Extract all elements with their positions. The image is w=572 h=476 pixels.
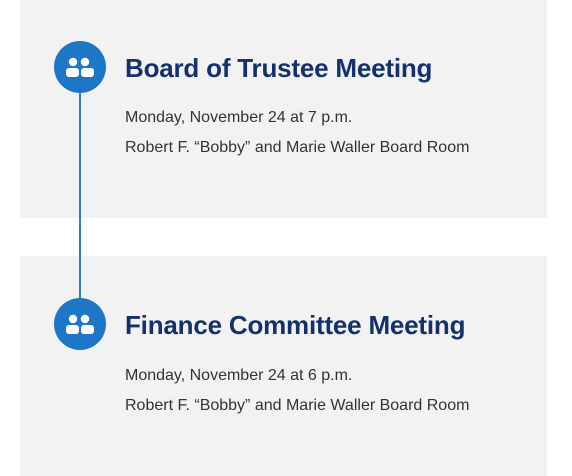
event-card bbox=[20, 0, 547, 218]
event-card bbox=[20, 256, 547, 476]
event-location: Robert F. “Bobby” and Marie Waller Board… bbox=[125, 397, 470, 414]
users-icon bbox=[54, 41, 106, 93]
event-date: Monday, November 24 at 7 p.m. bbox=[125, 109, 353, 126]
event-location: Robert F. “Bobby” and Marie Waller Board… bbox=[125, 139, 470, 156]
event-date: Monday, November 24 at 6 p.m. bbox=[125, 367, 353, 384]
event-title[interactable]: Finance Committee Meeting bbox=[125, 310, 466, 340]
timeline-line bbox=[79, 92, 81, 300]
users-icon bbox=[54, 298, 106, 350]
event-title[interactable]: Board of Trustee Meeting bbox=[125, 53, 433, 83]
